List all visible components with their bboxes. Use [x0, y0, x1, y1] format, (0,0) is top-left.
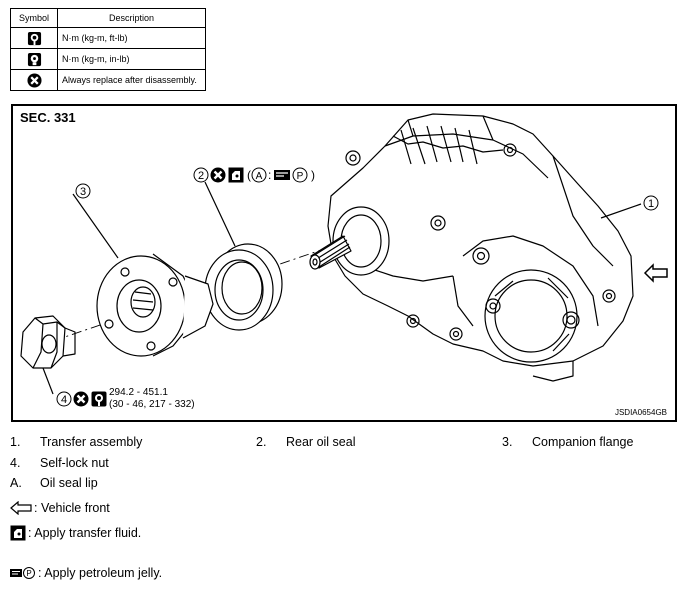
figure-code: JSDIA0654GB	[614, 408, 667, 417]
seal-symbols: ( A : P )	[210, 167, 315, 183]
nut-symbols	[73, 391, 107, 407]
exploded-view-figure: SEC. 331	[11, 104, 677, 422]
oil-seal-lip-symbol: A	[251, 167, 267, 183]
svg-text:2: 2	[198, 170, 204, 182]
callout-2: 2	[193, 167, 209, 183]
replace-x-icon	[73, 391, 89, 407]
torque-value-converted: (30 - 46, 217 - 332)	[109, 399, 195, 410]
petroleum-jelly-icon	[274, 170, 290, 180]
transfer-fluid-icon	[10, 525, 26, 541]
svg-text:3: 3	[80, 186, 86, 198]
section-label: SEC. 331	[20, 110, 76, 125]
description-header: Description	[57, 8, 206, 28]
vehicle-front-icon	[10, 501, 32, 515]
transfer-fluid-icon	[228, 167, 244, 183]
transfer-assembly	[327, 113, 634, 382]
svg-text:A: A	[256, 171, 263, 182]
callout-1: 1	[643, 195, 659, 211]
symbol-desc-1: N·m (kg-m, ft-lb)	[57, 27, 206, 49]
legend-item-4: 4.Self-lock nut	[10, 456, 109, 470]
torque-value-nm: 294.2 - 451.1	[109, 387, 168, 398]
svg-text::: :	[268, 168, 271, 182]
transfer-fluid-note: : Apply transfer fluid.	[10, 525, 141, 541]
vehicle-front-arrow	[643, 263, 668, 283]
output-shaft	[309, 206, 390, 276]
petroleum-symbol: P	[292, 167, 308, 183]
petroleum-jelly-note: P : Apply petroleum jelly.	[10, 566, 162, 580]
replace-x-icon	[210, 167, 226, 183]
torque-wrench-small-icon	[27, 52, 41, 66]
callout-4: 4	[56, 391, 72, 407]
legend-item-2: 2.Rear oil seal	[256, 435, 356, 449]
legend-item-1: 1.Transfer assembly	[10, 435, 143, 449]
torque-spec: 294.2 - 451.1 (30 - 46, 217 - 332)	[109, 387, 195, 411]
svg-text:1: 1	[648, 198, 654, 210]
vehicle-front-note: : Vehicle front	[10, 501, 110, 515]
svg-text:P: P	[297, 171, 304, 182]
torque-wrench-icon	[91, 391, 107, 407]
svg-text:4: 4	[61, 394, 67, 406]
symbol-desc-2: N·m (kg-m, in-lb)	[57, 48, 206, 70]
svg-text:(: (	[247, 168, 251, 182]
symbol-table: Symbol Description N·m (kg-m, ft-lb) N·m…	[10, 8, 206, 91]
legend-item-a: A.Oil seal lip	[10, 476, 98, 490]
transfer-drawing: 3 2 1 4	[20, 113, 668, 407]
petroleum-jelly-icon: P	[10, 567, 35, 579]
torque-wrench-icon	[27, 31, 41, 45]
companion-flange	[96, 253, 214, 357]
callout-3: 3	[75, 183, 91, 199]
replace-x-icon	[26, 72, 42, 88]
svg-text:): )	[311, 168, 315, 182]
self-lock-nut	[20, 315, 76, 369]
legend-item-3: 3.Companion flange	[502, 435, 634, 449]
symbol-header: Symbol	[10, 8, 58, 28]
symbol-desc-3: Always replace after disassembly.	[57, 69, 206, 91]
svg-text:P: P	[26, 569, 31, 578]
rear-oil-seal	[204, 243, 283, 331]
